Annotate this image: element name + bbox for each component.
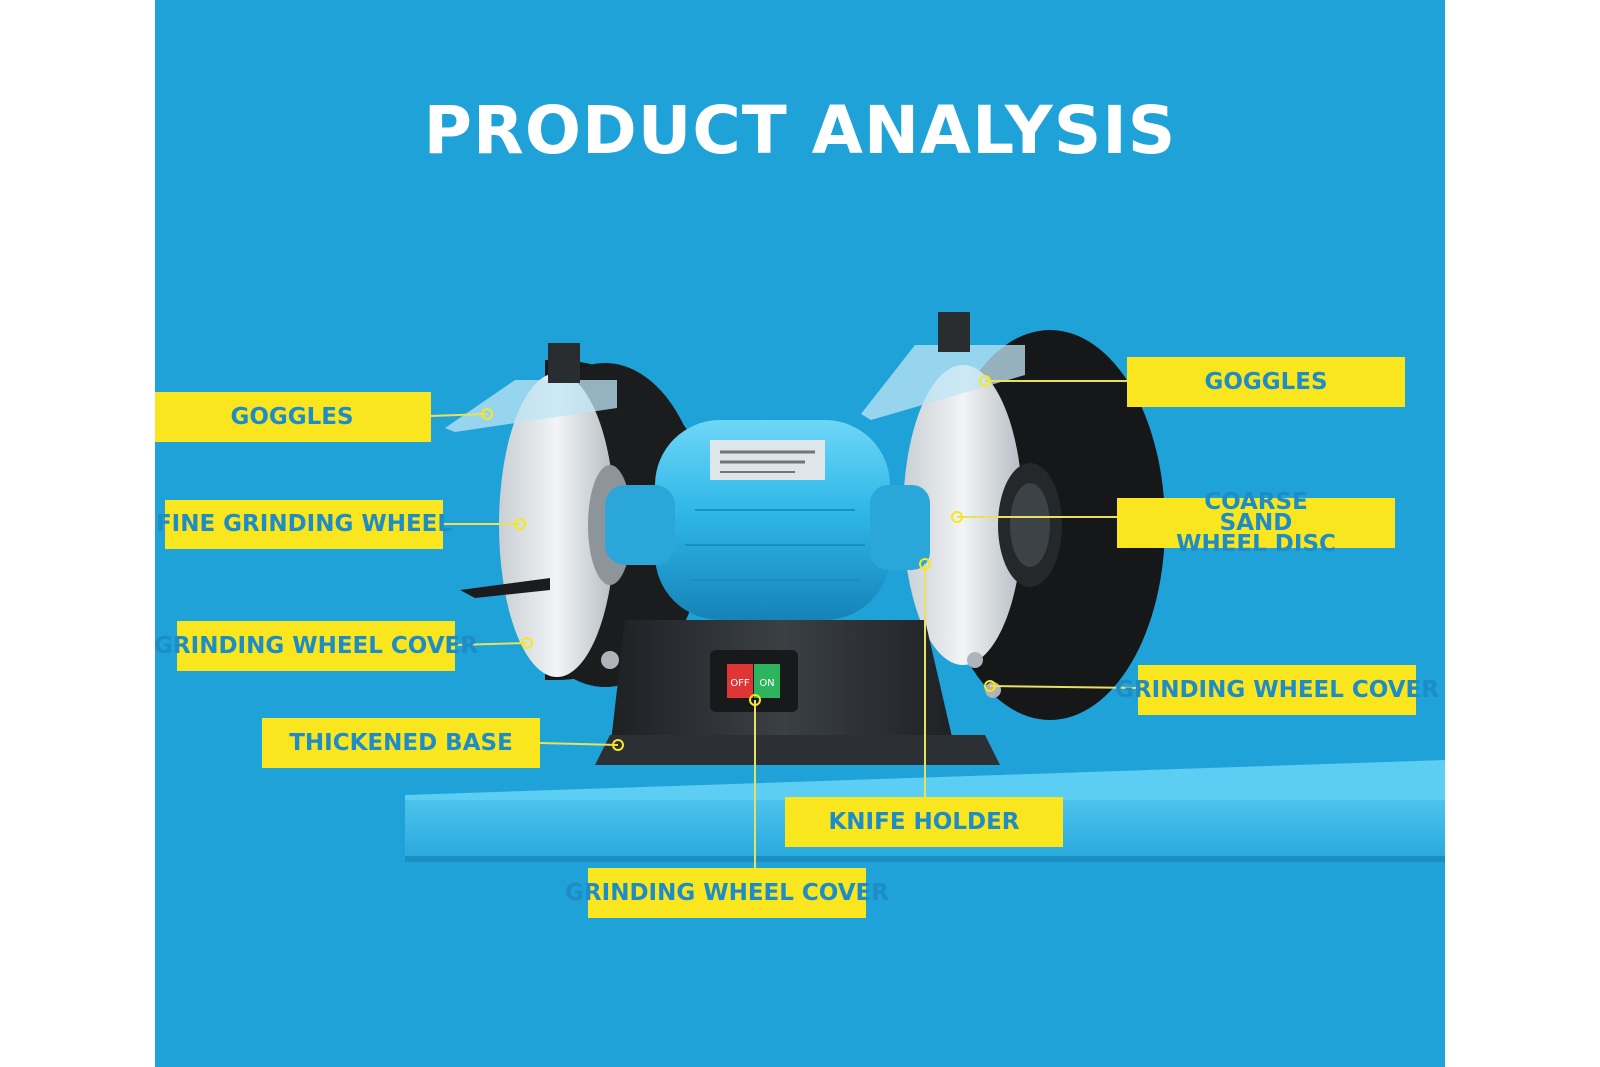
leader-cover-left <box>454 642 528 646</box>
off-label: OFF <box>730 678 750 689</box>
left-bolt-1 <box>601 651 619 669</box>
on-label: ON <box>759 678 774 689</box>
right-bolt <box>967 652 983 668</box>
thickened-base-shape <box>595 735 1000 765</box>
leader-cover-right <box>989 685 1139 689</box>
callout-goggles-left: GOGGLES <box>155 392 431 442</box>
leader-goggles-left <box>429 413 488 417</box>
left-tool-rest <box>460 578 550 598</box>
diagram-panel: OFF ON PRODUCT ANALYSI <box>155 0 1445 1067</box>
motor-left-end <box>605 485 675 565</box>
left-goggles-bracket <box>548 343 580 383</box>
callout-grinding-wheel-cover-right: GRINDING WHEEL COVER <box>1115 665 1439 715</box>
callout-grinding-wheel-cover-left: GRINDING WHEEL COVER <box>155 621 478 671</box>
callout-coarse-sand-wheel-disc: COARSE SAND WHEEL DISC <box>1117 490 1395 555</box>
leader-dots <box>481 375 996 751</box>
on-button <box>754 664 780 698</box>
off-button <box>727 664 753 698</box>
callout-grinding-wheel-cover-bottom: GRINDING WHEEL COVER <box>565 868 889 918</box>
callout-goggles-right: GOGGLES <box>1127 357 1405 407</box>
right-goggles-shield <box>861 345 1025 420</box>
page-title: PRODUCT ANALYSIS <box>423 92 1177 169</box>
callout-knife-holder: KNIFE HOLDER <box>785 797 1063 847</box>
leader-base <box>539 742 619 746</box>
motor-right-end <box>870 485 930 570</box>
right-goggles-bracket <box>938 312 970 352</box>
coarse-wheel-shape <box>903 365 1023 665</box>
motor-label-plate <box>710 440 825 480</box>
table-edge <box>405 856 1445 862</box>
right-wheel-hub-inner <box>1010 483 1050 567</box>
callout-fine-grinding-wheel: FINE GRINDING WHEEL <box>156 500 452 549</box>
callout-thickened-base: THICKENED BASE <box>262 718 540 768</box>
bench-grinder-illustration: OFF ON <box>405 312 1445 895</box>
fine-grinding-wheel-shape <box>499 373 615 677</box>
leader-lines <box>429 380 1139 895</box>
